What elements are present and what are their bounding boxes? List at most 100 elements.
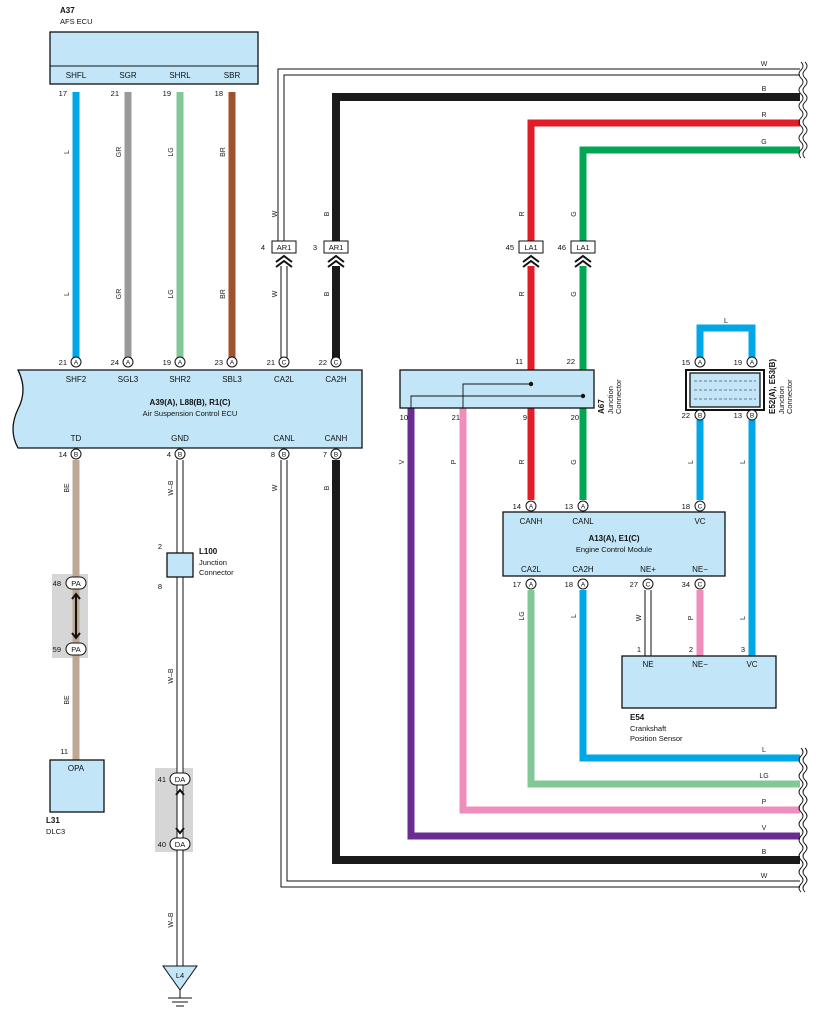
wire-label: G (571, 211, 578, 216)
svg-text:27: 27 (630, 580, 638, 589)
edge-label: LG (759, 773, 768, 780)
e52-e53-name: Junction (777, 386, 786, 414)
air-suspension-ecu: A39(A), L88(B), R1(C) Air Suspension Con… (12, 356, 363, 460)
wire-label: W (272, 290, 279, 297)
wire-p-bus (459, 408, 800, 814)
wire-l-loop (696, 324, 756, 362)
afs-pin-number: 17 (59, 89, 67, 98)
a67-name: Junction (606, 386, 615, 414)
l100-name: Junction (199, 558, 227, 567)
dlc3-pin: 11 (60, 747, 68, 756)
e52-e53-name: Connector (785, 379, 794, 414)
afs-pin-label: SHRL (169, 71, 191, 80)
wire-label: B (324, 211, 331, 216)
inline-connector-la1-46: 46 LA1 (558, 240, 596, 268)
svg-text:23: 23 (215, 358, 223, 367)
pa-connector: 48 PA 59 PA (52, 574, 88, 658)
svg-text:15: 15 (682, 358, 690, 367)
wire-label: GR (116, 289, 123, 300)
a67-name: Connector (614, 379, 623, 414)
l100-name: Connector (199, 568, 234, 577)
e54-pin-label: NE− (692, 660, 708, 669)
wire-v-bus (407, 408, 800, 840)
svg-text:A: A (529, 504, 534, 511)
svg-text:A: A (581, 504, 586, 511)
svg-text:NE−: NE− (692, 565, 708, 574)
a67-pin: 11 (515, 357, 523, 366)
svg-text:CA2H: CA2H (572, 565, 594, 574)
e54-pin-label: NE (642, 660, 653, 669)
edge-label: L (762, 747, 766, 754)
svg-text:B: B (698, 413, 702, 420)
wire-label: R (519, 459, 526, 464)
wire-label: B (324, 291, 331, 296)
e54-name: Crankshaft (630, 724, 667, 733)
wire-b-bus-top (332, 93, 800, 244)
da-connector-name: DA (175, 840, 185, 849)
svg-text:CA2H: CA2H (325, 375, 347, 384)
ecm-bottom-pin: NE+27 C (630, 565, 656, 590)
a67-code: A67 (597, 399, 606, 414)
connector-pin-number: 46 (558, 243, 566, 252)
wire-label: W (272, 484, 279, 491)
da-pin-number: 40 (158, 840, 166, 849)
e54-box (621, 655, 777, 709)
l100-pin: 2 (158, 542, 162, 551)
svg-text:C: C (646, 582, 651, 589)
svg-text:19: 19 (734, 358, 742, 367)
e52-e53-code: E52(A), E53(B) (768, 359, 777, 414)
wire-label: W–B (168, 480, 175, 496)
connector-pin-number: 3 (313, 243, 317, 252)
ground-label: L4 (176, 971, 184, 980)
connector-name: LA1 (576, 243, 589, 252)
inline-connector-ar1-3: 3 AR1 (313, 240, 349, 268)
svg-text:NE+: NE+ (640, 565, 656, 574)
right-edge-labels: W B R G L LG P V B W L (724, 61, 769, 880)
svg-text:17: 17 (513, 580, 521, 589)
wire-label: L (571, 614, 578, 618)
edge-label: G (761, 139, 766, 146)
pa-connector-name: PA (71, 579, 80, 588)
wire-label: W–B (168, 912, 175, 928)
wire-label: G (571, 459, 578, 464)
inline-connector-la1-45: 45 LA1 (506, 240, 544, 268)
svg-text:18: 18 (565, 580, 573, 589)
dlc3-box (49, 759, 105, 813)
edge-label: P (762, 799, 767, 806)
wire-label: GR (116, 147, 123, 158)
afs-pin-number: 21 (111, 89, 119, 98)
svg-text:A: A (581, 582, 586, 589)
e54-pin-number: 2 (689, 645, 693, 654)
svg-text:A: A (698, 360, 703, 367)
svg-text:7: 7 (323, 450, 327, 459)
svg-text:8: 8 (271, 450, 275, 459)
afs-pin-number: 19 (163, 89, 171, 98)
svg-text:SHR2: SHR2 (169, 375, 191, 384)
wire-label: BR (220, 147, 227, 157)
edge-label: W (761, 61, 768, 68)
wire-break-marks (798, 61, 808, 893)
a67-pin: 20 (571, 413, 579, 422)
wire-label: BE (64, 483, 71, 493)
l100-box (166, 552, 194, 578)
a67-pin: 22 (567, 357, 575, 366)
afs-ecu-code: A37 (60, 6, 75, 15)
dlc3-name: DLC3 (46, 827, 65, 836)
svg-text:22: 22 (319, 358, 327, 367)
svg-text:14: 14 (513, 502, 521, 511)
edge-label: R (761, 112, 766, 119)
svg-text:13: 13 (734, 411, 742, 420)
e54-pin-label: VC (746, 660, 757, 669)
ecm-box (502, 511, 726, 577)
e52-pin: 15 A (682, 356, 706, 368)
svg-text:C: C (282, 360, 287, 367)
edge-label: B (762, 86, 767, 93)
